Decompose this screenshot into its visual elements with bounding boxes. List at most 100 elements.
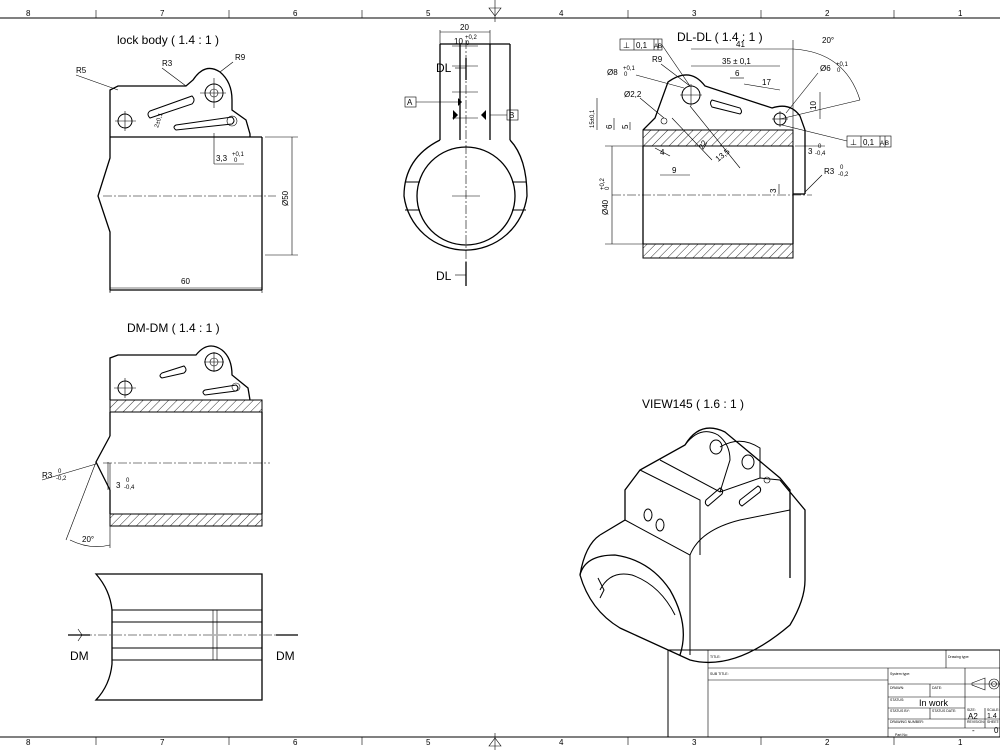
dim-10: 10 (809, 101, 818, 110)
zone-top-4: 4 (559, 9, 564, 18)
zone-bottom-6: 6 (293, 738, 298, 747)
zone-bottom-1: 1 (958, 738, 963, 747)
dim-5: 5 (621, 124, 630, 129)
dm-section-top-wall (109, 399, 263, 413)
dim-3-top-tol-upper: 0 (818, 144, 822, 150)
dim-4: 4 (660, 148, 665, 157)
dim-angle-20: 20° (822, 36, 834, 45)
zone-bottom-7: 7 (160, 738, 165, 747)
fcf-right-tolerance: 0,1 (863, 138, 875, 147)
dim-slot-width: 2±0,1 (154, 112, 165, 129)
tb-drawn-label: DRAWN: (890, 686, 904, 690)
dim-dm-3: 3 (116, 481, 121, 490)
dim-w10-tol-lower: 0 (466, 41, 470, 47)
dim-41: 41 (736, 40, 745, 49)
fcf-top-tolerance: 0,1 (636, 41, 648, 50)
section-dm-left: DM (70, 649, 89, 663)
dim-hole-tol-upper: +0,1 (232, 152, 245, 158)
dim-r9: R9 (652, 55, 663, 64)
fcf-top-datum-b: B (658, 44, 662, 50)
datum-a: A (407, 98, 413, 107)
tb-status-by-label: STATUS BY: (890, 709, 910, 713)
dl-section-top-wall (642, 129, 794, 147)
dim-dia6-tol-lower: 0 (837, 68, 841, 74)
zone-bottom-8: 8 (26, 738, 31, 747)
zone-bottom-3: 3 (692, 738, 697, 747)
dim-9: 9 (672, 166, 677, 175)
dim-width-10: 10 (454, 37, 463, 46)
dim-dm-3-tol-upper: 0 (126, 478, 130, 484)
dm-section-outline (95, 345, 270, 527)
dm-section-bottom-wall (109, 513, 263, 527)
fcf-right-datum-a: A (880, 141, 884, 147)
dm-section-title: DM-DM ( 1.4 : 1 ) (127, 321, 220, 335)
dim-dia-8: Ø8 (607, 68, 618, 77)
dl-section-bottom-wall (642, 243, 794, 259)
dim-15: 15±0,1 (590, 109, 596, 128)
dim-dia-2-2: Ø2,2 (624, 90, 642, 99)
view-dl-section: ⊥ 0,1 A B DL-DL ( 1.4 : 1 ) (590, 30, 892, 259)
section-dl-bottom: DL (436, 269, 452, 283)
tb-system-type-label: System type: (890, 672, 910, 676)
dim-hole-tol-lower: 0 (234, 158, 238, 164)
dim-3-top: 3 (808, 147, 813, 156)
fcf-top: ⊥ 0,1 A B (619, 38, 691, 87)
zone-top-7: 7 (160, 9, 165, 18)
tb-size-value: A2 (968, 712, 978, 721)
tb-date-label: DATE: (932, 686, 942, 690)
dim-3-top-tol-lower: -0,4 (815, 151, 826, 157)
zone-bottom-4: 4 (559, 738, 564, 747)
view-bottom: DM DM (68, 573, 298, 701)
tb-size-label: SIZE: (967, 708, 976, 712)
dm-section-dimensions: R3 0 -0,2 3 0 -0,4 20° (41, 461, 135, 548)
dim-r3: R3 (824, 167, 835, 176)
dim-13-5: 13,5 (714, 147, 732, 164)
view-front: 20 10 +0,2 0 A B DL DL (403, 23, 528, 286)
dim-r9: R9 (235, 53, 246, 62)
tb-sheet-label: SHEET: (987, 720, 1000, 724)
dim-r5: R5 (76, 66, 87, 75)
dim-dia-6: Ø6 (820, 64, 831, 73)
lock-body-outline (97, 67, 276, 291)
lock-body-dimensions: 60 Ø50 R5 R3 R9 2±0,1 3,3 +0,1 0 (75, 53, 298, 293)
zone-bottom-2: 2 (825, 738, 830, 747)
dim-3-side: 3 (769, 188, 778, 193)
zone-bottom-5: 5 (426, 738, 431, 747)
dim-width-20: 20 (460, 23, 469, 32)
dim-w10-tol-upper: +0,2 (465, 35, 478, 41)
zone-top-5: 5 (426, 9, 431, 18)
dim-dia-40: Ø40 (601, 199, 610, 215)
tb-part-label: Part No: (895, 733, 908, 737)
tb-revision-label: REVISION: (967, 720, 985, 724)
dim-length-60: 60 (181, 277, 190, 286)
fcf-right-datum-b: B (885, 141, 889, 147)
tb-scale-label: SCALE: (987, 708, 999, 712)
dim-6-left: 6 (605, 124, 614, 129)
zone-labels-bottom: 8 7 6 5 4 3 2 1 (26, 738, 963, 747)
tb-scale-value: 1.4 (987, 713, 997, 720)
tb-revision-value: - (972, 726, 975, 735)
dim-dia8-tol-lower: 0 (624, 72, 628, 78)
dl-section-title: DL-DL ( 1.4 : 1 ) (677, 30, 763, 44)
iso-body (579, 427, 806, 664)
view-lock-body: lock body ( 1.4 : 1 ) 60 (75, 33, 298, 293)
tb-drawing-type-label: Drawing type: (948, 655, 969, 659)
dim-6-top: 6 (735, 69, 740, 78)
dim-dia6-tol-upper: +0,1 (836, 62, 849, 68)
view-iso: VIEW145 ( 1.6 : 1 ) (579, 397, 806, 664)
projection-symbol-icon (971, 677, 1000, 691)
zone-top-8: 8 (26, 9, 31, 18)
lock-body-title: lock body ( 1.4 : 1 ) (117, 33, 219, 47)
centering-mark-bottom (488, 733, 502, 750)
front-dimensions: 20 10 +0,2 0 A B DL DL (404, 23, 519, 286)
tb-status-value: In work (919, 698, 949, 708)
tb-subtitle-label: SUB TITLE: (710, 672, 729, 676)
zone-top-1: 1 (958, 9, 963, 18)
fcf-right-symbol: ⊥ (850, 138, 857, 147)
section-dl-top: DL (436, 61, 452, 75)
tb-sheet-value: 0 (994, 726, 999, 735)
dim-dm-r3: R3 (42, 471, 53, 480)
